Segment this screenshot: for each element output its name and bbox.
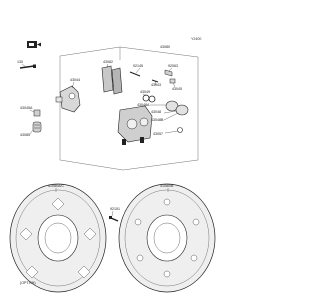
piston-icon: [165, 100, 189, 116]
assembly-group-outline: [59, 46, 199, 171]
label-cap: 43045: [172, 87, 182, 91]
label-caliper-b: 43048: [151, 110, 161, 114]
pad-spring-icon: [164, 69, 173, 77]
label-disc-bolt: 92151: [110, 207, 120, 211]
label-disc-left: 41080A/C: [48, 184, 64, 188]
lower-bolt-icon: [32, 121, 42, 133]
label-bolt-top: 130: [17, 60, 23, 64]
label-bracket: 43044: [70, 78, 80, 82]
ring-icon: [177, 127, 183, 133]
exploded-parts-diagram: Y2400 43080 130 43044 43045A 43085 43082: [9, 37, 216, 293]
label-disc-right: 41080/B: [160, 184, 174, 188]
bolt-icon: [19, 64, 36, 69]
seal-kit-icon: [142, 94, 156, 103]
front-indicator-icon: [27, 41, 41, 48]
pin-icon: [129, 71, 141, 77]
cap-icon: [169, 78, 176, 84]
brake-disc-left: [9, 183, 107, 293]
label-assembly: 43080: [160, 45, 170, 49]
label-caliper-body: 43057: [153, 132, 163, 136]
leader-lines: [21, 63, 179, 217]
label-boot: 43045A: [20, 106, 33, 110]
reference-code: Y2400: [191, 37, 201, 41]
label-pad-spring: 92063: [168, 64, 178, 68]
caliper-bracket-icon: [55, 85, 81, 113]
boot-icon: [33, 109, 41, 117]
label-caliper-a: 43048A: [137, 103, 150, 107]
brake-pads-icon: [101, 65, 123, 95]
label-bolt-lower: 43085: [20, 133, 30, 137]
label-option: (OPT.RH): [20, 281, 36, 285]
label-pads: 43082: [103, 60, 113, 64]
disc-bolt-icon: [109, 216, 119, 222]
label-pin: 92145: [133, 64, 143, 68]
brake-disc-right: [118, 183, 216, 293]
caliper-body-icon: [117, 105, 153, 145]
label-piston: 43048B: [151, 118, 164, 122]
label-seal-kit: 43049: [140, 90, 150, 94]
